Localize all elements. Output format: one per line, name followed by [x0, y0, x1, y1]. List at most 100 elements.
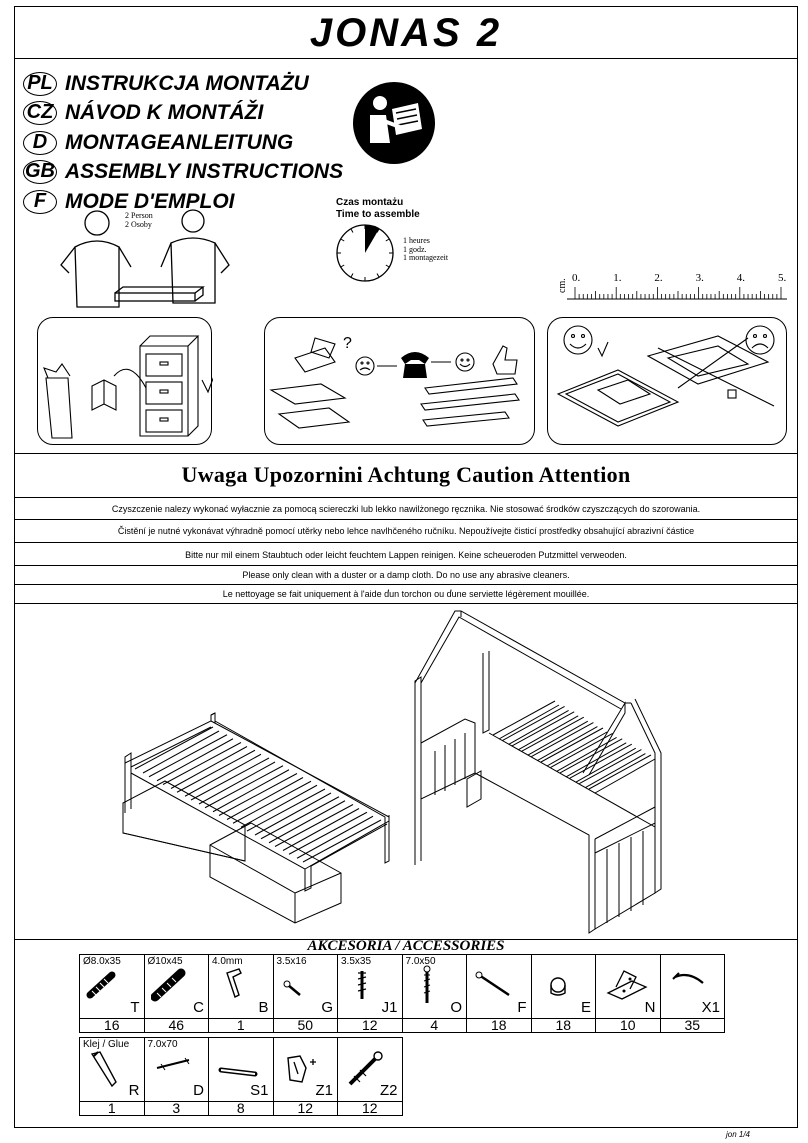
cleaning-note-pl: Czyszczenie nalezy wykonać wyłacznie za … — [111, 504, 701, 514]
language-row-gb: GB ASSEMBLY INSTRUCTIONS — [23, 158, 343, 188]
ruler-label: 4. — [737, 272, 746, 284]
accessory-code: Z1 — [315, 1082, 333, 1099]
centimeter-ruler: cm. 0.1.2.3.4.5. — [557, 272, 787, 300]
language-row-d: D MONTAGEANLEITUNG — [23, 128, 343, 158]
call-support-illustration: ? — [269, 335, 520, 429]
accessory-cell-z2: Z2 — [337, 1037, 403, 1102]
accessory-cell-e: E — [530, 954, 596, 1019]
divider — [15, 603, 797, 604]
persons-note: 2 Person 2 Osoby — [125, 211, 153, 229]
accessory-code: T — [130, 999, 140, 1016]
accessory-code: D — [193, 1082, 204, 1099]
accessories-title: AKCESORIA / ACCESSORIES — [307, 938, 505, 954]
accessory-size: 3.5x16 — [276, 956, 307, 967]
accessory-code: X1 — [701, 999, 720, 1016]
cleaning-note-en: Please only clean with a duster or a dam… — [242, 570, 570, 580]
language-code-badge: GB — [23, 160, 57, 185]
assembly-time-values: 1 heures 1 godz. 1 montagezeit — [403, 236, 449, 262]
accessory-code: Z2 — [379, 1082, 398, 1099]
accessory-size: 7.0x70 — [147, 1039, 178, 1050]
accessory-size: 4.0mm — [212, 956, 243, 967]
accessory-quantity: 16 — [79, 1018, 145, 1033]
language-list: PL INSTRUKCJA MONTAŻU CZ NÁVOD K MONTÁŽI D… — [23, 69, 343, 217]
accessory-code: E — [580, 999, 591, 1016]
accessory-size: 3.5x35 — [341, 956, 372, 967]
language-row-pl: PL INSTRUKCJA MONTAŻU — [23, 69, 343, 99]
language-row-cz: CZ NÁVOD K MONTÁŽI — [23, 99, 343, 129]
accessory-quantity: 18 — [466, 1018, 532, 1033]
accessory-size: Ø8.0x35 — [83, 956, 121, 967]
accessory-code: N — [644, 999, 656, 1016]
divider — [15, 565, 797, 566]
language-title: MONTAGEANLEITUNG — [65, 130, 294, 154]
product-drawing — [15, 603, 797, 939]
telephone-icon — [401, 352, 429, 378]
rug-comparison-illustration — [556, 325, 775, 427]
ruler-unit: cm. — [557, 278, 568, 293]
caution-heading: Uwaga Upozornini Achtung Caution Attenti… — [181, 462, 631, 487]
product-title: JONAS 2 — [15, 7, 797, 59]
page-footer: jon 1/4 — [725, 1130, 750, 1139]
accessory-quantity: 12 — [337, 1018, 403, 1033]
accessory-quantity: 46 — [143, 1018, 209, 1033]
accessory-cell-s1: S1 — [208, 1037, 274, 1102]
ruler-label: 0. — [572, 272, 581, 284]
slat-lines — [492, 700, 656, 794]
ruler-label: 5. — [778, 272, 787, 284]
accessory-cell-n: N — [595, 954, 661, 1019]
instruction-sheet: JONAS 2 PL INSTRUKCJA MONTAŻU CZ NÁVOD K M… — [14, 6, 798, 1128]
accessory-quantity: 3 — [143, 1101, 209, 1116]
file-cabinet-illustration — [43, 335, 215, 439]
language-title: ASSEMBLY INSTRUCTIONS — [65, 160, 344, 184]
divider — [15, 939, 797, 940]
accessory-size: Klej / Glue — [83, 1039, 130, 1050]
two-persons-icon — [60, 209, 230, 308]
panel-keep-instructions — [37, 317, 215, 445]
accessory-quantity: 35 — [659, 1018, 725, 1033]
accessory-code: R — [128, 1082, 140, 1099]
accessory-quantity: 50 — [272, 1018, 338, 1033]
cleaning-note-de: Bitte nur mil einem Staubtuch oder leich… — [185, 550, 627, 560]
cleaning-note-fr: Le nettoyage se fait uniquement à l'aide… — [222, 589, 590, 599]
accessory-quantity: 18 — [530, 1018, 596, 1033]
language-code-badge: PL — [23, 71, 57, 96]
language-title: NÁVOD K MONTÁŽI — [65, 101, 264, 125]
language-code-badge: F — [23, 189, 57, 214]
accessory-cell-x1: X1 — [659, 954, 725, 1019]
accessory-quantity: 12 — [272, 1101, 338, 1116]
accessory-cell-f: F — [466, 954, 532, 1019]
accessory-quantity: 12 — [337, 1101, 403, 1116]
language-code-badge: CZ — [23, 101, 57, 126]
panel-assemble-on-soft-surface — [547, 317, 787, 445]
bed-illustration — [122, 610, 662, 934]
clock-icon — [336, 224, 394, 282]
ruler-label: 1. — [613, 272, 622, 284]
accessory-code: B — [258, 999, 269, 1016]
accessory-size: Ø10x45 — [147, 956, 183, 967]
accessory-size: 7.0x50 — [405, 956, 436, 967]
accessory-code: F — [517, 999, 527, 1016]
accessory-quantity: 8 — [208, 1101, 274, 1116]
divider — [15, 497, 797, 498]
language-code-badge: D — [23, 130, 57, 155]
question-mark: ? — [343, 335, 352, 352]
accessory-cell-z1: Z1 — [272, 1037, 338, 1102]
language-row-f: F MODE D'EMPLOI — [23, 187, 343, 217]
language-title: INSTRUKCJA MONTAŻU — [65, 71, 309, 95]
language-title: MODE D'EMPLOI — [65, 189, 235, 213]
divider — [15, 519, 797, 520]
accessory-code: C — [193, 999, 204, 1016]
accessory-code: J1 — [381, 999, 398, 1016]
ruler-label: 3. — [696, 272, 705, 284]
read-instructions-icon — [353, 82, 435, 164]
